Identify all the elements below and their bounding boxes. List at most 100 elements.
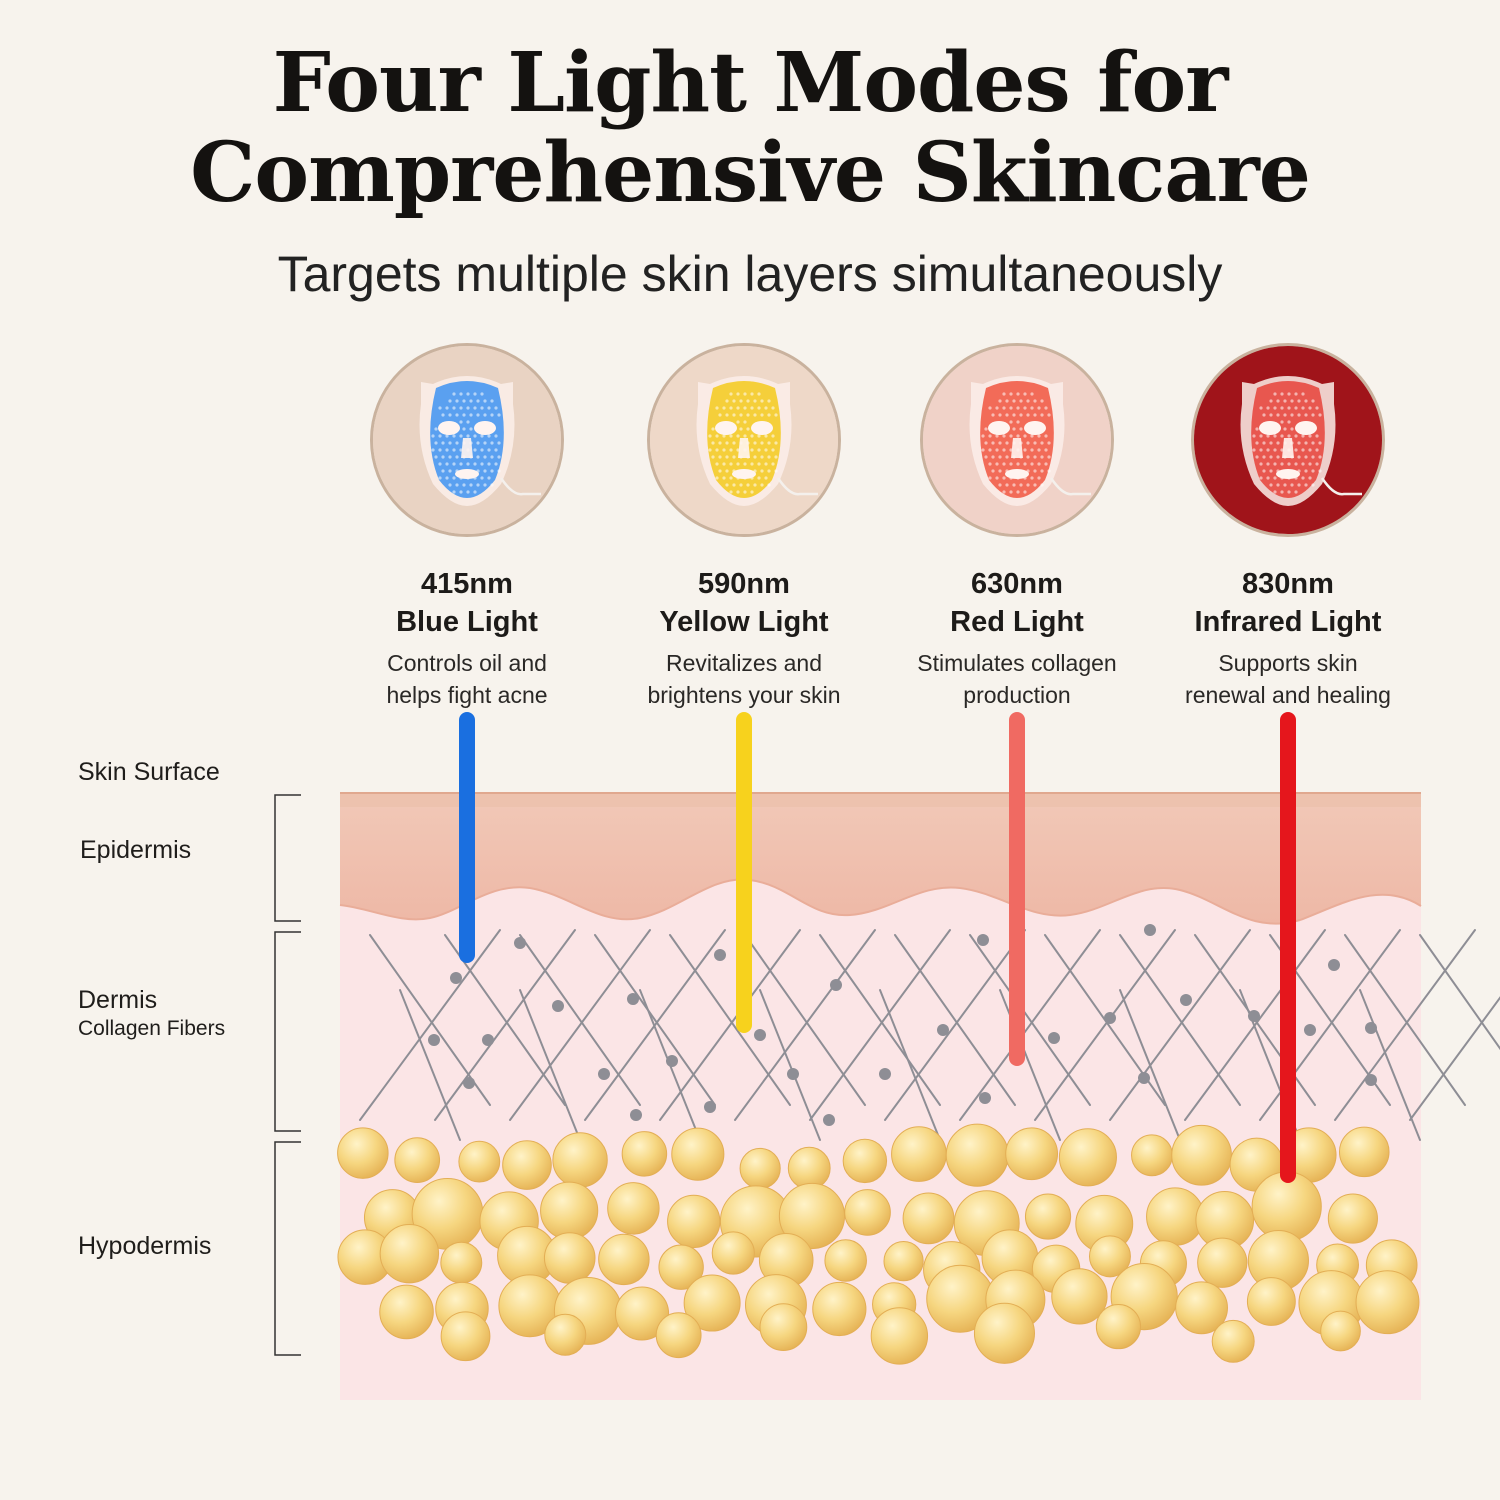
led-dot — [1023, 462, 1027, 466]
led-dot — [981, 448, 985, 452]
led-dot — [431, 448, 435, 452]
led-dot — [1262, 469, 1266, 473]
led-dot — [1002, 490, 1006, 494]
led-dot — [1273, 490, 1277, 494]
led-dot — [771, 434, 775, 438]
led-dot — [771, 462, 775, 466]
led-dot — [1019, 483, 1023, 487]
led-dot — [1283, 427, 1287, 431]
led-dot — [760, 399, 764, 403]
led-dot — [1308, 434, 1312, 438]
led-dot — [1294, 434, 1298, 438]
led-dot — [1002, 406, 1006, 410]
led-dot — [1037, 406, 1041, 410]
led-dot — [1294, 406, 1298, 410]
fat-cell — [891, 1126, 947, 1182]
led-dot — [1318, 455, 1322, 459]
led-dot — [1311, 399, 1315, 403]
light-beams — [459, 712, 1296, 1183]
led-dot — [473, 434, 477, 438]
led-dot — [732, 455, 736, 459]
led-dot — [1005, 399, 1009, 403]
led-dot — [448, 455, 452, 459]
led-dot — [743, 420, 747, 424]
led-dot — [466, 392, 470, 396]
fat-cell — [607, 1182, 660, 1235]
led-dot — [438, 462, 442, 466]
led-dot — [1009, 392, 1013, 396]
fat-cell — [1051, 1268, 1108, 1325]
led-dot — [434, 427, 438, 431]
led-dot — [764, 462, 768, 466]
fat-cell — [1095, 1303, 1142, 1350]
led-dot — [718, 441, 722, 445]
led-dot — [476, 455, 480, 459]
led-dot — [1040, 399, 1044, 403]
led-dot — [462, 427, 466, 431]
led-dot — [1276, 413, 1280, 417]
led-dot — [1311, 483, 1315, 487]
led-dot — [1301, 462, 1305, 466]
led-dot — [1290, 413, 1294, 417]
fat-cell — [1005, 1127, 1059, 1181]
led-dot — [494, 406, 498, 410]
led-dot — [764, 476, 768, 480]
fat-cell — [883, 1241, 924, 1282]
led-dot — [715, 406, 719, 410]
led-dot — [448, 399, 452, 403]
collagen-node — [1365, 1022, 1377, 1034]
led-dot — [736, 462, 740, 466]
led-dot — [483, 469, 487, 473]
led-dot — [1030, 476, 1034, 480]
mode-name: Yellow Light — [659, 606, 829, 638]
led-dot — [1283, 399, 1287, 403]
collagen-node — [428, 1034, 440, 1046]
fat-cell — [711, 1231, 755, 1275]
led-dot — [452, 490, 456, 494]
led-dot — [1269, 399, 1273, 403]
layer-label-epidermis: Epidermis — [80, 836, 192, 864]
led-dot — [480, 448, 484, 452]
led-mask-icon — [1194, 346, 1382, 534]
collagen-node — [598, 1068, 610, 1080]
collagen-fiber — [1334, 929, 1476, 1121]
led-dot — [1009, 462, 1013, 466]
led-dot — [466, 462, 470, 466]
led-dot — [984, 455, 988, 459]
led-dot — [459, 490, 463, 494]
led-dot — [487, 476, 491, 480]
light-mode-blue-light: 415nm Blue Light Controls oil and helps … — [322, 343, 612, 711]
led-dot — [462, 483, 466, 487]
led-dot — [1255, 441, 1259, 445]
led-dot — [1280, 392, 1284, 396]
led-dot — [1044, 434, 1048, 438]
fat-cell — [543, 1232, 596, 1284]
fat-cell — [671, 1127, 725, 1181]
led-dot — [711, 441, 715, 445]
led-dot — [998, 469, 1002, 473]
led-dot — [1019, 399, 1023, 403]
led-dot — [1047, 441, 1051, 445]
led-dot — [1259, 462, 1263, 466]
mode-description-line: renewal and healing — [1185, 682, 1391, 708]
led-dot — [753, 413, 757, 417]
led-dot — [1252, 448, 1256, 452]
led-dot — [438, 448, 442, 452]
fat-cells — [337, 1123, 1420, 1365]
led-dot — [1308, 462, 1312, 466]
epidermis-layer — [339, 806, 1422, 925]
led-dot — [708, 448, 712, 452]
led-dot — [725, 413, 729, 417]
led-dot — [760, 483, 764, 487]
led-dot — [729, 490, 733, 494]
led-dot — [995, 476, 999, 480]
led-dot — [469, 427, 473, 431]
led-dot — [1276, 441, 1280, 445]
led-dot — [1304, 483, 1308, 487]
led-dot — [760, 441, 764, 445]
led-dot — [1287, 392, 1291, 396]
led-dot — [750, 448, 754, 452]
led-dot — [753, 483, 757, 487]
led-dot — [1005, 483, 1009, 487]
mode-wavelength: 830nm — [1242, 568, 1334, 600]
